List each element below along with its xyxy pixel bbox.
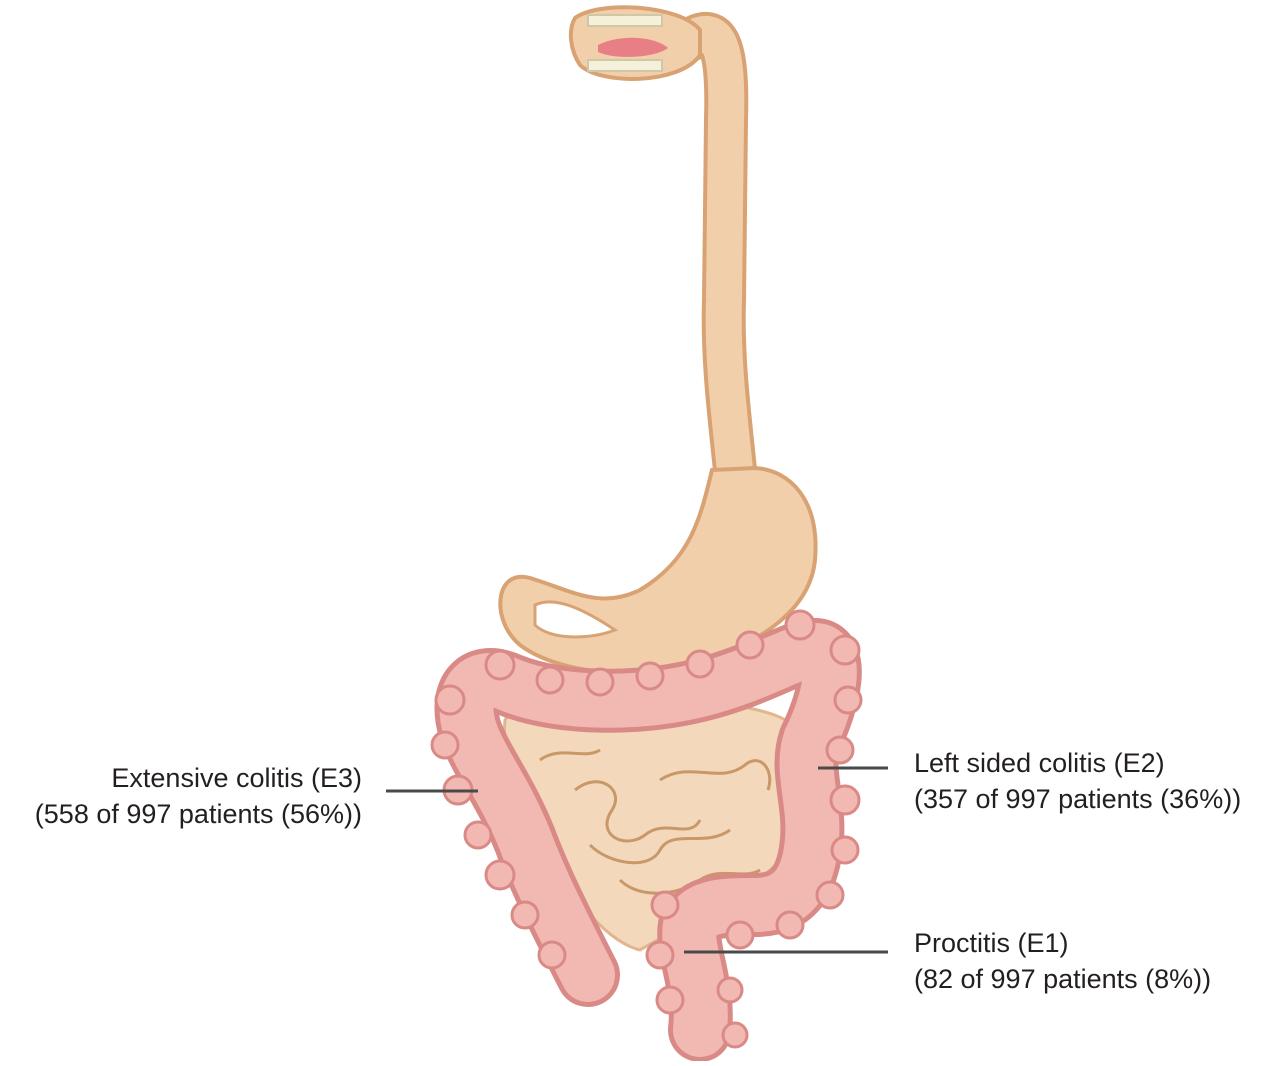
label-proctitis: Proctitis (E1) (82 of 997 patients (8%)) bbox=[914, 925, 1211, 997]
mouth bbox=[568, 5, 702, 81]
label-e2-title: Left sided colitis (E2) bbox=[914, 748, 1165, 778]
tongue bbox=[598, 37, 668, 57]
upper-teeth bbox=[587, 14, 663, 27]
lower-teeth bbox=[587, 59, 663, 72]
esophagus-inner bbox=[672, 16, 753, 488]
label-extensive-colitis: Extensive colitis (E3) (558 of 997 patie… bbox=[35, 760, 362, 832]
label-left-sided-colitis: Left sided colitis (E2) (357 of 997 pati… bbox=[914, 745, 1241, 817]
label-e3-title: Extensive colitis (E3) bbox=[111, 763, 362, 793]
colon-body bbox=[439, 623, 857, 1057]
label-e3-count: (558 of 997 patients (56%)) bbox=[34, 799, 362, 829]
label-e1-count: (82 of 997 patients (8%)) bbox=[914, 964, 1212, 994]
stomach-fold bbox=[533, 600, 619, 639]
label-e1-title: Proctitis (E1) bbox=[914, 928, 1069, 958]
label-e2-count: (357 of 997 patients (36%)) bbox=[914, 784, 1242, 814]
